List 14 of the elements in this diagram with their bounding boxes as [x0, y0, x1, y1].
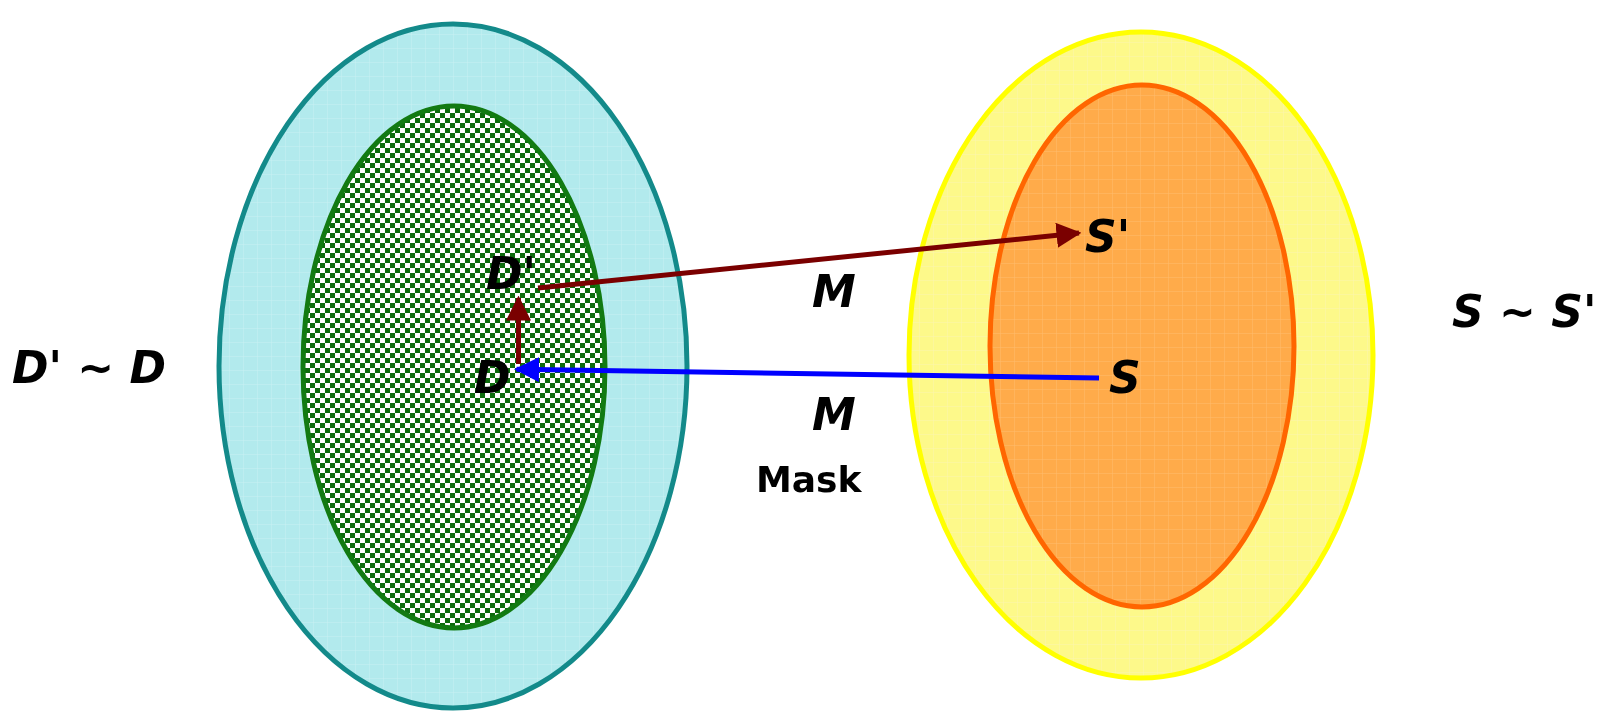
- arrow: [506, 295, 532, 364]
- outer-ellipse: [216, 21, 690, 711]
- math-label: D' ~ D: [12, 346, 167, 390]
- math-label: S ~ S': [1452, 290, 1597, 334]
- arrow: [537, 222, 1082, 291]
- outer-ellipse: [906, 29, 1376, 681]
- math-label: M: [812, 270, 856, 314]
- math-symbol: S: [1107, 356, 1145, 400]
- arrow: [514, 357, 1100, 383]
- math-symbol: S': [1083, 215, 1135, 259]
- inner-ellipse: [987, 82, 1297, 610]
- text-label: Mask: [756, 462, 862, 498]
- math-label: M: [812, 393, 856, 437]
- checkered-ellipse: [300, 103, 608, 631]
